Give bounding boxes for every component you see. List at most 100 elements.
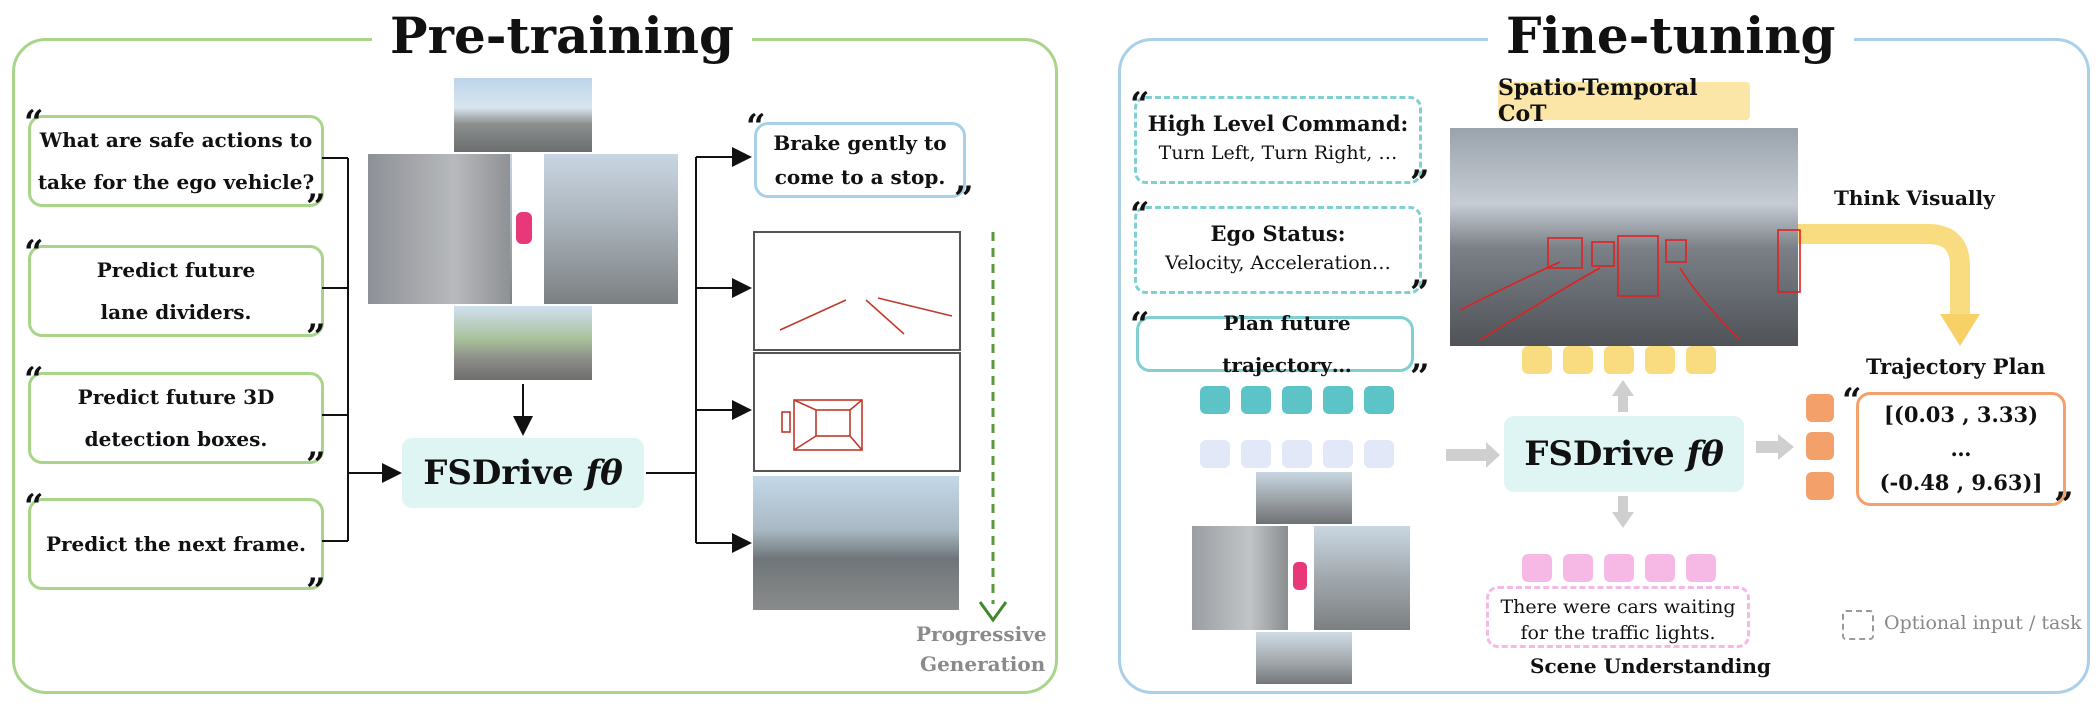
token-square (1241, 440, 1271, 468)
token-square (1364, 440, 1394, 468)
trajectory-line: [(0.03 , 3.33) (1883, 402, 2039, 427)
down-arrow-head-icon (1612, 512, 1634, 528)
token-square (1522, 346, 1552, 374)
question-line: take for the ego vehicle? (37, 170, 315, 194)
think-visually-label: Think Visually (1834, 186, 1995, 210)
token-square (1645, 346, 1675, 374)
question-box-safe-actions: What are safe actions to take for the eg… (28, 115, 324, 207)
token-square (1563, 346, 1593, 374)
fsdrive-model-box: FSDrive fθ (402, 438, 644, 508)
trajectory-box: [(0.03 , 3.33) … (-0.48 , 9.63)] (1856, 392, 2066, 506)
cot-label: Spatio-Temporal CoT (1498, 75, 1750, 127)
generation-label: Generation (920, 652, 1046, 676)
camera-left-image (1192, 526, 1288, 630)
token-square (1806, 472, 1834, 500)
model-symbol: fθ (585, 453, 623, 493)
answer-box: Brake gently to come to a stop. (754, 122, 966, 198)
ego-car-icon (1293, 562, 1307, 590)
token-square (1806, 394, 1834, 422)
scene-description-box: There were cars waiting for the traffic … (1486, 586, 1750, 648)
input-heading: Ego Status: (1210, 221, 1346, 246)
open-quote-icon: “ (1130, 85, 1150, 125)
token-square (1604, 554, 1634, 582)
input-detail: Velocity, Acceleration… (1165, 252, 1391, 274)
scene-line: for the traffic lights. (1520, 622, 1716, 644)
answer-line: Brake gently to (773, 131, 947, 155)
model-name: FSDrive (1524, 434, 1675, 474)
trajectory-line: … (1950, 436, 1972, 461)
output-arrow-head-icon (1778, 434, 1794, 460)
open-quote-icon: “ (24, 360, 44, 400)
token-square (1686, 346, 1716, 374)
question-line: What are safe actions to (39, 128, 313, 152)
cot-frame-image (1450, 128, 1798, 346)
ego-status-box: Ego Status: Velocity, Acceleration… (1134, 206, 1422, 294)
model-symbol: fθ (1686, 434, 1724, 474)
close-quote-icon: ” (1410, 357, 1430, 397)
question-line: Predict future (96, 258, 256, 282)
camera-back-image (454, 306, 592, 380)
answer-line: come to a stop. (774, 165, 946, 189)
close-quote-icon: ” (1410, 273, 1430, 313)
finetuning-title: Fine-tuning (1488, 6, 1854, 66)
close-quote-icon: ” (1410, 163, 1430, 203)
token-square (1282, 440, 1312, 468)
question-connectors (322, 157, 349, 542)
token-square (1241, 386, 1271, 414)
token-square (1604, 346, 1634, 374)
cot-label-text: Spatio-Temporal CoT (1498, 75, 1698, 127)
cot-detection-overlay (1459, 229, 1801, 341)
token-square (1686, 554, 1716, 582)
progressive-arrowhead-icon (978, 601, 1008, 623)
close-quote-icon: ” (306, 317, 326, 357)
high-level-command-box: High Level Command: Turn Left, Turn Righ… (1134, 96, 1422, 184)
token-square (1522, 554, 1552, 582)
open-quote-icon: “ (24, 487, 44, 527)
next-frame-output-image (753, 476, 959, 610)
trajectory-plan-title: Trajectory Plan (1866, 354, 2046, 379)
token-square (1806, 432, 1834, 460)
ego-car-icon (516, 212, 532, 244)
question-line: detection boxes. (84, 427, 268, 451)
fsdrive-model-box: FSDrive fθ (1504, 416, 1744, 492)
instruction-text: Plan future trajectory… (1222, 311, 1352, 377)
open-quote-icon: “ (1130, 195, 1150, 235)
token-square (1563, 554, 1593, 582)
output-connectors (646, 157, 697, 543)
open-quote-icon: “ (24, 103, 44, 143)
token-square (1323, 386, 1353, 414)
think-visually-arrow (1798, 224, 1970, 318)
question-line: Predict the next frame. (45, 532, 307, 556)
instruction-box: Plan future trajectory… (1136, 311, 1414, 377)
progressive-label: Progressive (916, 622, 1047, 646)
open-quote-icon: “ (1130, 305, 1150, 345)
legend-label: Optional input / task (1884, 612, 2082, 634)
pretraining-title: Pre-training (372, 6, 752, 66)
question-box-lane-dividers: Predict future lane dividers. (28, 245, 324, 337)
token-square (1323, 440, 1353, 468)
close-quote-icon: ” (306, 571, 326, 611)
camera-back-image (1256, 632, 1352, 684)
trajectory-line: (-0.48 , 9.63)] (1879, 470, 2043, 495)
question-box-next-frame: Predict the next frame. (28, 498, 324, 590)
close-quote-icon: ” (306, 445, 326, 485)
input-detail: Turn Left, Turn Right, … (1158, 142, 1398, 164)
question-line: Predict future 3D (77, 385, 275, 409)
input-heading: High Level Command: (1147, 111, 1409, 136)
camera-front-image (1256, 472, 1352, 524)
scene-line: There were cars waiting (1500, 596, 1736, 618)
camera-right-image (1314, 526, 1410, 630)
open-quote-icon: “ (1842, 381, 1862, 421)
up-arrow-head-icon (1612, 380, 1634, 396)
token-square (1200, 386, 1230, 414)
token-square (1282, 386, 1312, 414)
close-quote-icon: ” (954, 179, 974, 219)
question-line: lane dividers. (100, 300, 252, 324)
legend-dashed-square-icon (1842, 610, 1874, 640)
lane-divider-output (753, 231, 961, 351)
token-square (1364, 386, 1394, 414)
camera-front-image (454, 78, 592, 152)
question-box-detection-boxes: Predict future 3D detection boxes. (28, 372, 324, 464)
token-square (1645, 554, 1675, 582)
